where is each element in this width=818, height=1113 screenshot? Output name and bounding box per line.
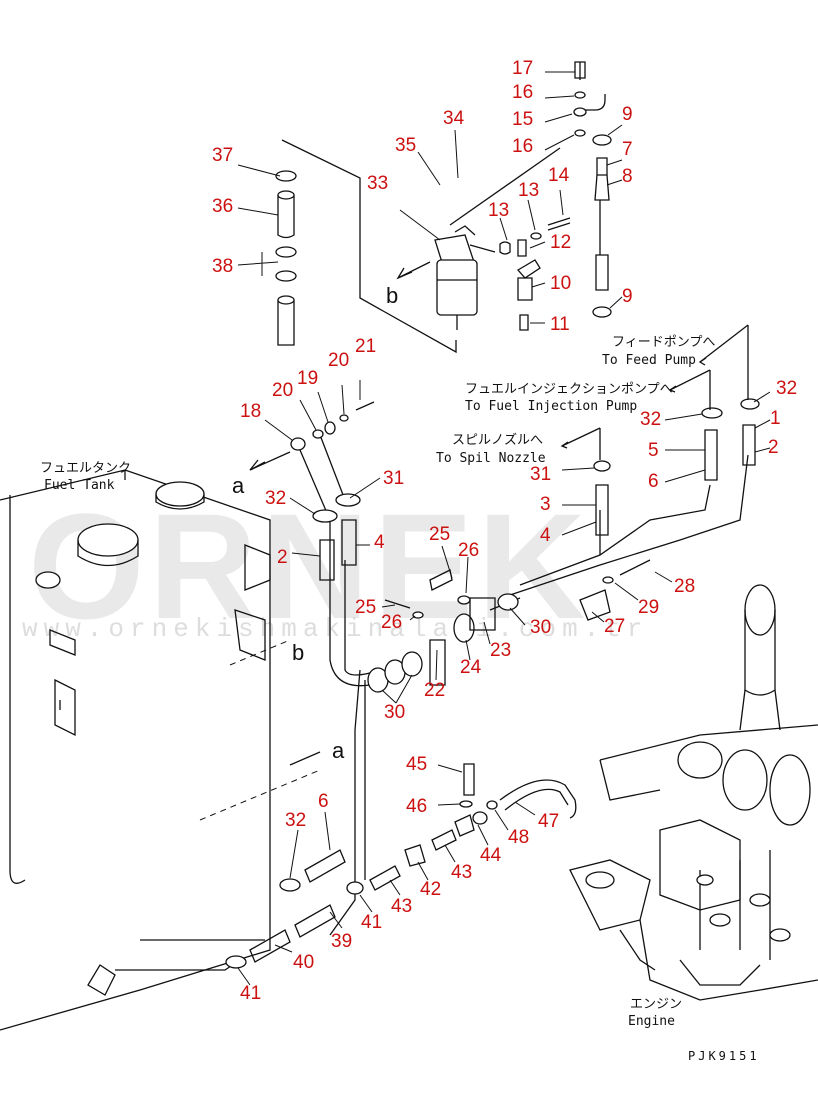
part-number: 43: [391, 896, 412, 917]
part-number: 14: [548, 165, 570, 186]
bottom-fittings: [225, 763, 577, 969]
part-number: 2: [277, 547, 288, 568]
part-number: 32: [265, 488, 286, 509]
part-number: 45: [406, 754, 427, 775]
middle-fittings: [290, 398, 760, 693]
part-number: 11: [550, 314, 570, 335]
part-number: 5: [648, 440, 659, 461]
feed-pump-label-jp: フィードポンプへ: [612, 335, 715, 350]
part-number: 30: [384, 702, 405, 723]
fuel-tank-label-en: Fuel Tank: [44, 478, 115, 493]
watermark: ORNEK www.ornekishmakinalari.com.tr: [22, 482, 648, 650]
fuel-filter-assembly: [281, 139, 561, 354]
part-number: 28: [674, 576, 695, 597]
text-labels: フィードポンプへ To Feed Pump フュエルインジェクションポンプへ T…: [40, 283, 760, 1063]
leader-lines: [237, 71, 771, 986]
part-number: 16: [512, 82, 533, 103]
hose-36-37-38: [275, 170, 297, 346]
part-number: 3: [540, 494, 551, 515]
engine-label-en: Engine: [628, 1014, 675, 1029]
fuel-tank-drawing: [0, 469, 271, 1031]
spill-nozzle-label-jp: スピルノズルへ: [452, 432, 543, 448]
drawing-code: PJK9151: [688, 1049, 760, 1063]
part-number: 39: [331, 931, 352, 952]
part-number: 37: [212, 145, 233, 166]
part-number: 24: [460, 657, 482, 678]
ref-b-filter: b: [386, 283, 398, 308]
part-number: 41: [240, 983, 261, 1004]
part-number: 34: [443, 108, 465, 129]
part-number: 13: [518, 180, 539, 201]
part-number: 48: [508, 827, 529, 848]
part-number: 26: [381, 612, 402, 633]
part-number: 15: [512, 109, 533, 130]
part-number: 40: [293, 952, 314, 973]
part-number: 32: [285, 810, 306, 831]
part-number: 25: [355, 597, 376, 618]
part-numbers: 17 16 15 16 9 7 8 34 35 33 37 36 38 13 1…: [212, 58, 797, 1004]
watermark-brand: ORNEK: [28, 482, 590, 650]
part-number: 32: [640, 409, 661, 430]
engine-label-jp: エンジン: [630, 997, 682, 1012]
part-number: 16: [512, 136, 533, 157]
ref-a-tank: a: [232, 473, 245, 498]
part-number: 42: [420, 879, 441, 900]
injection-pump-label-jp: フュエルインジェクションポンプへ: [465, 382, 673, 397]
spill-nozzle-label-en: To Spil Nozzle: [436, 451, 546, 466]
part-number: 4: [374, 532, 385, 553]
watermark-url: www.ornekishmakinalari.com.tr: [22, 614, 648, 644]
part-number: 44: [480, 845, 502, 866]
part-number: 21: [355, 336, 376, 357]
part-number: 20: [328, 350, 349, 371]
part-number: 9: [622, 286, 633, 307]
part-number: 12: [550, 232, 571, 253]
part-number: 23: [490, 640, 511, 661]
top-fittings: [499, 61, 612, 331]
part-number: 10: [550, 273, 571, 294]
engine-drawing: [569, 584, 818, 1001]
part-number: 32: [776, 378, 797, 399]
part-number: 29: [638, 597, 659, 618]
injection-pump-label-en: To Fuel Injection Pump: [465, 399, 637, 414]
ref-a-lower: a: [332, 738, 345, 763]
part-number: 35: [395, 135, 416, 156]
part-number: 13: [488, 200, 509, 221]
part-number: 27: [604, 616, 625, 637]
part-number: 30: [530, 617, 551, 638]
direction-arrows: [560, 324, 749, 460]
part-number: 8: [622, 166, 633, 187]
part-number: 20: [272, 380, 293, 401]
part-number: 18: [240, 401, 261, 422]
part-number: 41: [361, 912, 382, 933]
part-number: 2: [768, 437, 779, 458]
part-number: 47: [538, 811, 559, 832]
part-number: 43: [451, 862, 472, 883]
part-number: 17: [512, 58, 533, 79]
part-number: 9: [622, 104, 633, 125]
part-number: 33: [367, 173, 388, 194]
ref-b-tank: b: [292, 640, 304, 665]
reference-dashes: [199, 451, 321, 821]
part-number: 6: [318, 791, 329, 812]
part-number: 31: [530, 464, 551, 485]
part-number: 31: [383, 468, 404, 489]
part-number: 46: [406, 796, 427, 817]
part-number: 22: [424, 680, 445, 701]
part-number: 7: [622, 139, 633, 160]
part-number: 1: [770, 408, 781, 429]
part-number: 19: [297, 368, 318, 389]
part-number: 38: [212, 256, 233, 277]
part-number: 25: [429, 524, 450, 545]
feed-pump-label-en: To Feed Pump: [602, 353, 696, 368]
part-number: 6: [648, 471, 659, 492]
part-number: 36: [212, 196, 233, 217]
part-number: 4: [540, 525, 551, 546]
fuel-tank-label-jp: フュエルタンク: [40, 461, 131, 476]
part-number: 26: [458, 540, 479, 561]
